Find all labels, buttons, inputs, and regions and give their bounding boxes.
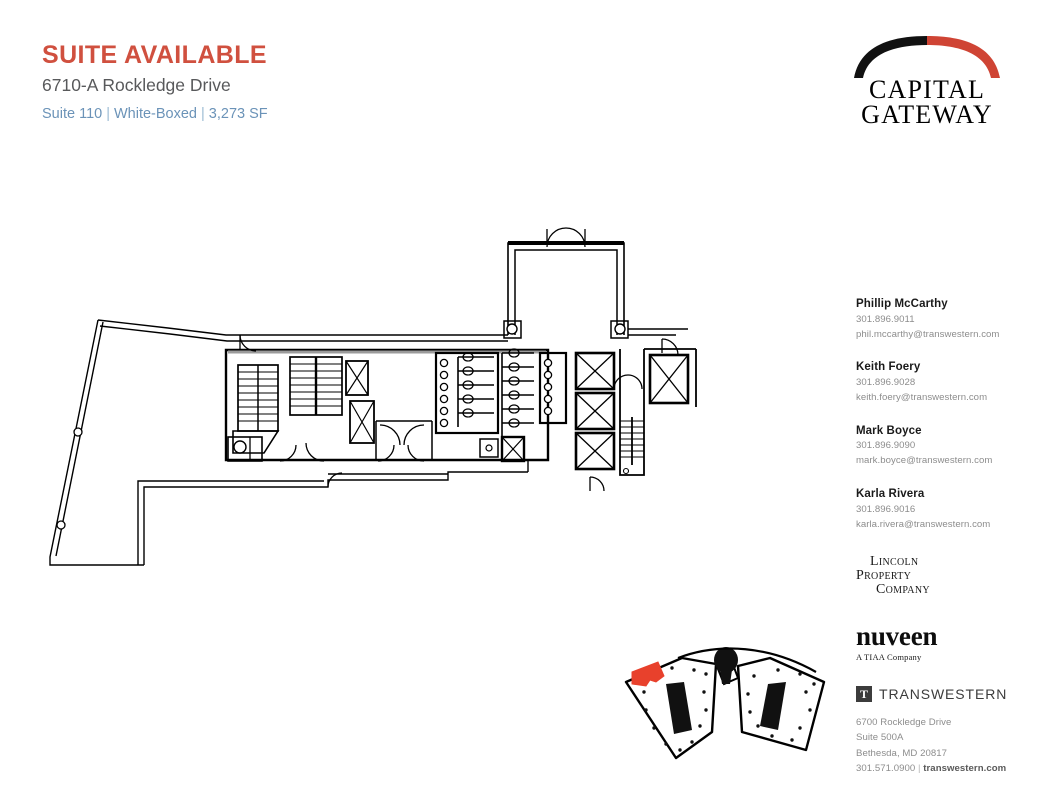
lincoln-line-1: Lincoln	[870, 553, 919, 569]
suite-specs: Suite 110|White-Boxed|3,273 SF	[42, 106, 462, 123]
contact-sidebar: Phillip McCarthy 301.896.9011 phil.mccar…	[856, 296, 1026, 777]
suite-location-highlight	[631, 661, 665, 687]
contact-phone[interactable]: 301.896.9016	[856, 503, 916, 515]
transwestern-mark-letter: T	[859, 686, 868, 701]
logo-text-gateway: GATEWAY	[861, 99, 993, 129]
elevator-bank	[574, 338, 697, 492]
office-suite: Suite 500A	[856, 732, 904, 744]
small-rooms-west	[227, 420, 433, 462]
logo-text-capital: CAPITAL	[868, 75, 986, 104]
contact-email[interactable]: karla.rivera@transwestern.com	[856, 518, 991, 530]
office-city-state-zip: Bethesda, MD 20817	[856, 747, 948, 759]
contact-card: Mark Boyce 301.896.9090 mark.boyce@trans…	[856, 423, 1026, 469]
contact-card: Karla Rivera 301.896.9016 karla.rivera@t…	[856, 486, 1026, 532]
east-wall	[527, 355, 689, 472]
suite-condition: White-Boxed	[113, 106, 197, 123]
keyplan-wing-right	[736, 656, 826, 752]
lincoln-property-company-logo: Lincoln Property Company	[856, 553, 1026, 597]
lincoln-line-3: Company	[876, 581, 930, 597]
restroom-core	[434, 348, 568, 463]
contact-email[interactable]: phil.mccarthy@transwestern.com	[856, 328, 1000, 340]
office-phone[interactable]: 301.571.0900	[856, 763, 916, 775]
contact-card: Phillip McCarthy 301.896.9011 phil.mccar…	[856, 296, 1026, 342]
office-address-block: 6700 Rockledge Drive Suite 500A Bethesda…	[856, 715, 1026, 777]
contact-phone[interactable]: 301.896.9090	[856, 440, 916, 452]
floor-plan-drawing	[49, 227, 697, 566]
contact-phone[interactable]: 301.896.9011	[856, 313, 915, 325]
contact-name: Phillip McCarthy	[856, 298, 948, 310]
contact-email[interactable]: keith.foery@transwestern.com	[856, 391, 988, 403]
core-block	[224, 334, 550, 488]
nuveen-wordmark: nuveen	[856, 620, 938, 651]
nuveen-tagline: A TIAA Company	[856, 651, 922, 662]
capital-gateway-logo: CAPITAL GATEWAY	[848, 36, 1006, 128]
office-separator: |	[918, 763, 921, 775]
transwestern-wordmark: TRANSWESTERN	[879, 685, 1008, 702]
transwestern-mark-icon: T	[856, 685, 872, 702]
stair-west	[232, 364, 280, 454]
suite-area: 3,273 SF	[208, 106, 268, 123]
contact-name: Mark Boyce	[856, 424, 922, 437]
nuveen-logo: nuveen A TIAA Company	[856, 620, 1026, 662]
transwestern-logo: T TRANSWESTERN	[856, 685, 1026, 702]
column-markers	[56, 427, 83, 530]
office-website[interactable]: transwestern.com	[923, 763, 1007, 775]
key-plan	[620, 640, 830, 770]
arch-icon	[854, 36, 1000, 78]
lincoln-line-2: Property	[856, 567, 912, 583]
contact-name: Keith Foery	[856, 361, 921, 374]
stair-center	[289, 356, 375, 444]
office-contact-line: 301.571.0900 | transwestern.com	[856, 761, 1026, 777]
key-plan-drawing	[624, 647, 826, 760]
office-street: 6700 Rockledge Drive	[856, 716, 952, 728]
spec-separator-2: |	[201, 106, 205, 123]
contact-phone[interactable]: 301.896.9028	[856, 377, 916, 389]
suite-number: Suite 110	[42, 106, 103, 123]
floor-plan	[28, 225, 728, 585]
page-title: SUITE AVAILABLE	[42, 41, 267, 69]
contact-card: Keith Foery 301.896.9028 keith.foery@tra…	[856, 359, 1026, 405]
keyplan-center-core	[714, 647, 740, 686]
partner-logos: Lincoln Property Company nuveen A TIAA C…	[856, 553, 1026, 777]
contact-name: Karla Rivera	[856, 488, 925, 501]
contact-email[interactable]: mark.boyce@transwestern.com	[856, 455, 993, 467]
building-envelope	[49, 319, 528, 566]
keyplan-top-arc	[677, 647, 817, 673]
keyplan-wing-left	[624, 656, 718, 760]
document-header: SUITE AVAILABLE 6710-A Rockledge Drive S…	[42, 42, 462, 124]
entry-vestibule	[503, 227, 688, 339]
spec-separator-1: |	[106, 106, 110, 123]
property-address: 6710-A Rockledge Drive	[42, 75, 231, 96]
